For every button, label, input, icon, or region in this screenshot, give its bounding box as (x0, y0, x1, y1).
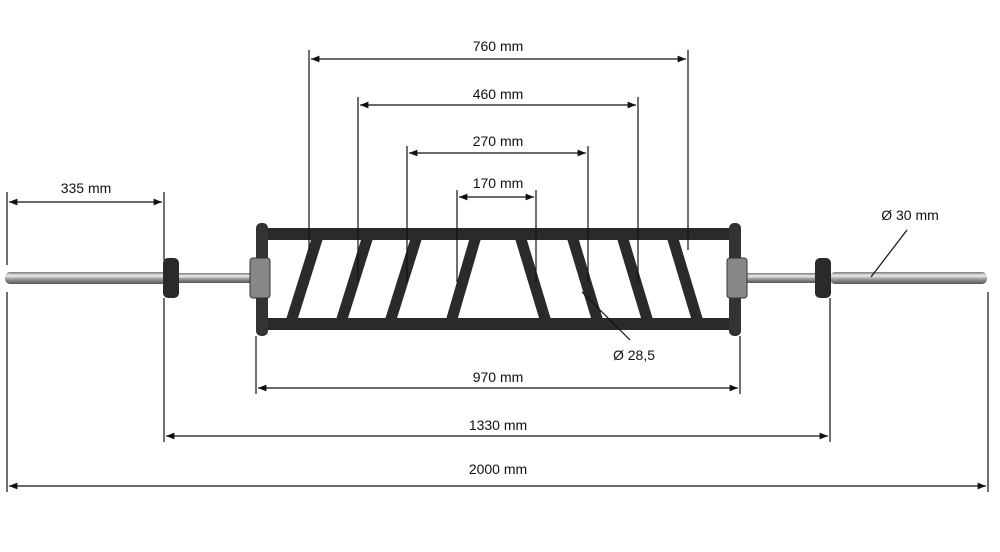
label-1330: 1330 mm (469, 417, 527, 433)
bottom-rail (258, 318, 740, 330)
label-handle-diameter: Ø 28,5 (613, 347, 655, 363)
leader-sleeve-diameter (870, 229, 908, 278)
leader-handle-diameter (581, 291, 631, 341)
label-2000: 2000 mm (469, 461, 527, 477)
label-970: 970 mm (473, 369, 524, 385)
handle (566, 230, 604, 328)
left-shaft (178, 273, 258, 283)
handle (616, 230, 654, 328)
label-460: 460 mm (473, 86, 524, 102)
label-760: 760 mm (473, 38, 524, 54)
left-collar (163, 258, 179, 298)
right-collar (815, 258, 831, 298)
right-sleeve (830, 272, 987, 284)
handles (285, 230, 704, 328)
label-sleeve-diameter: Ø 30 mm (881, 207, 939, 223)
left-bearing (249, 257, 271, 299)
left-sleeve (5, 272, 167, 284)
right-bearing (726, 257, 748, 299)
label-170: 170 mm (473, 175, 524, 191)
label-270: 270 mm (473, 133, 524, 149)
right-shaft (740, 273, 820, 283)
extension-lines (6, 50, 989, 492)
handle (445, 230, 482, 328)
handle (666, 230, 704, 328)
handle (335, 230, 374, 328)
handle (384, 230, 423, 328)
label-335: 335 mm (61, 180, 112, 196)
bar-illustration (5, 223, 987, 336)
handle (514, 230, 552, 328)
handle (285, 230, 324, 328)
dimension-lines (9, 55, 986, 490)
